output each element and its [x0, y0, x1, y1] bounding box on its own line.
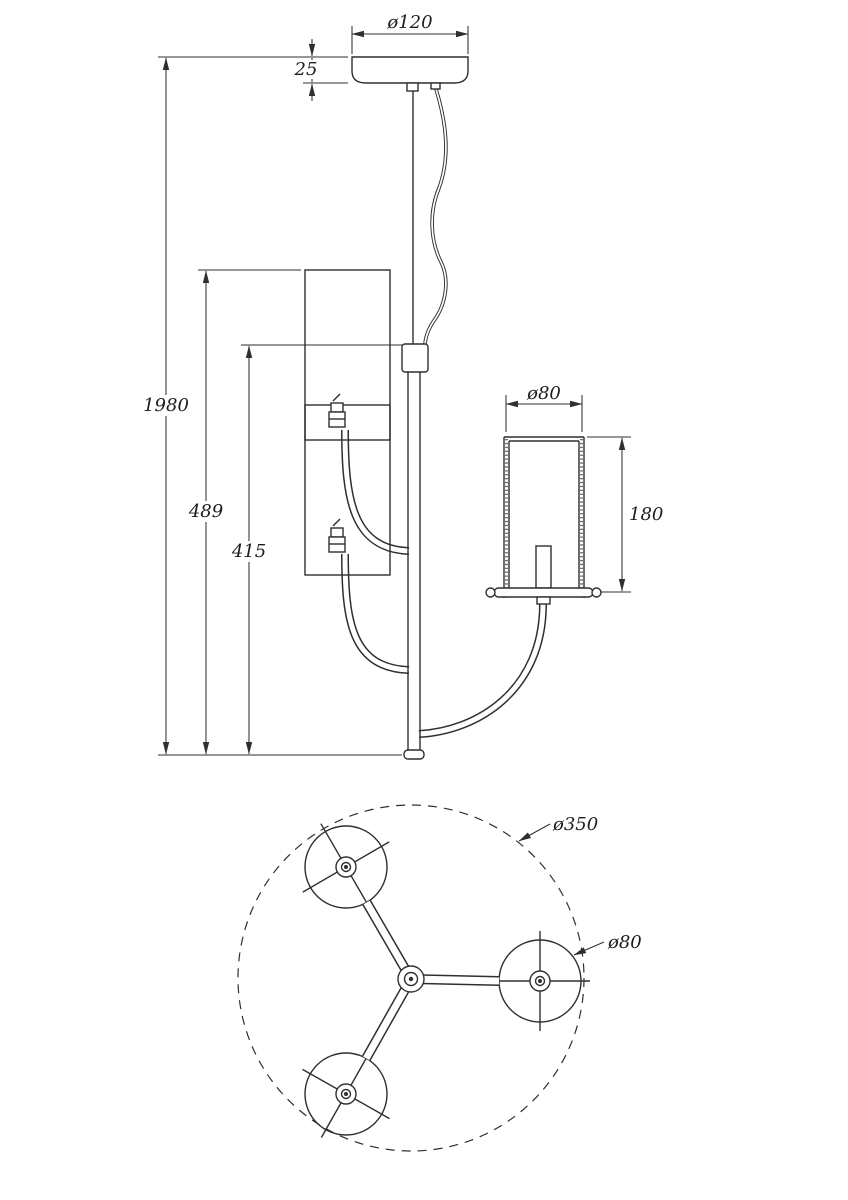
- shade-hub-top-left: [335, 856, 357, 878]
- dimension-labels-plan: ø350 ø80: [518, 814, 642, 956]
- lower-left-arm: [341, 553, 410, 674]
- dim-spread-diameter-label: ø350: [552, 814, 598, 835]
- upper-lamp-holder: [328, 393, 346, 428]
- upper-left-arm: [341, 429, 410, 555]
- lower-lamp-holder: [328, 518, 346, 553]
- canopy-cable-gland: [430, 82, 441, 90]
- shade-hub-right: [529, 970, 551, 992]
- arms: [341, 429, 547, 738]
- side-view: ø120 25 1980 489 415 ø80 180: [141, 12, 663, 760]
- shade-ring: [493, 587, 594, 598]
- power-cable: [423, 88, 448, 347]
- ring-screw-left: [485, 587, 496, 598]
- dim-plan-shade-diameter-label: ø80: [607, 932, 642, 953]
- dim-canopy-diameter-label: ø120: [386, 12, 432, 33]
- shade-hub-bottom: [335, 1083, 357, 1105]
- plan-arms: [361, 899, 500, 1061]
- canopy-stem-nipple: [406, 82, 419, 92]
- candle-socket: [535, 545, 552, 589]
- upper-shade-outline: [304, 269, 391, 441]
- center-hub: [397, 965, 425, 993]
- ring-screw-right: [591, 587, 602, 598]
- ring-arm-stub: [536, 596, 551, 605]
- dimension-labels-side: ø120 25 1980 489 415 ø80 180: [141, 12, 663, 562]
- lower-shade-outline: [304, 404, 391, 576]
- canopy: [351, 56, 469, 84]
- plan-view: ø350 ø80: [237, 804, 642, 1152]
- right-glass-shade: [485, 436, 602, 605]
- dim-rod-length-label: 415: [231, 541, 266, 562]
- dim-shade-diameter-label: ø80: [526, 383, 561, 404]
- dim-overall-height-label: 1980: [143, 395, 189, 416]
- suspension: [351, 56, 469, 760]
- dim-body-drop-label: 489: [188, 501, 223, 522]
- left-shades: [304, 269, 391, 576]
- dim-shade-height-label: 180: [629, 504, 663, 525]
- rod-end-cap: [403, 749, 425, 760]
- rod-top-fitting: [401, 343, 429, 373]
- spread-circle: [237, 804, 585, 1152]
- dim-canopy-height-label: 25: [294, 59, 318, 80]
